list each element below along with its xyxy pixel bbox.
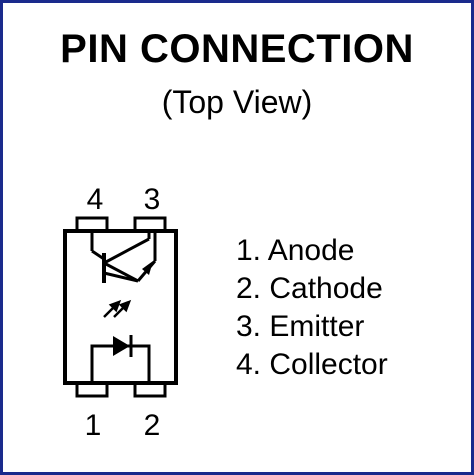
phototransistor-symbol bbox=[90, 232, 157, 283]
pin-legend-item: 2. Cathode bbox=[236, 272, 383, 305]
pin-legend-item: 4. Collector bbox=[236, 348, 388, 381]
pin-legend-item: 3. Emitter bbox=[236, 310, 365, 343]
pin-number-4: 4 bbox=[86, 183, 104, 216]
collector-line bbox=[103, 237, 150, 265]
pin-number-2: 2 bbox=[143, 409, 161, 442]
diode-triangle bbox=[113, 336, 130, 356]
pin-legend: 1. Anode 2. Cathode 3. Emitter 4. Collec… bbox=[236, 232, 388, 384]
pin-number-1: 1 bbox=[84, 409, 102, 442]
emitter-arrow bbox=[142, 261, 153, 275]
diagram-title: PIN CONNECTION bbox=[60, 27, 414, 71]
package-body bbox=[63, 229, 178, 385]
light-arrows-icon bbox=[103, 299, 132, 318]
diagram-subtitle: (Top View) bbox=[161, 84, 313, 120]
optocoupler-package-diagram bbox=[63, 216, 178, 398]
pin-number-3: 3 bbox=[143, 183, 161, 216]
pin-legend-item: 1. Anode bbox=[236, 234, 355, 267]
